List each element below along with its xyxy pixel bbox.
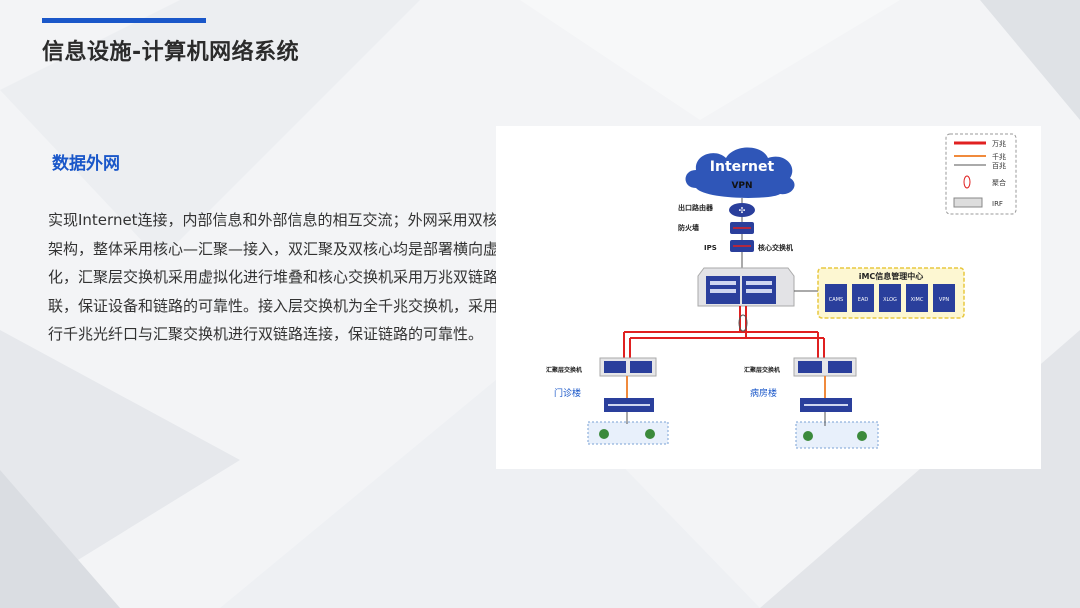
section-body-text: 实现Internet连接，内部信息和外部信息的相互交流；外网采用双核心架构，整体… <box>48 211 514 343</box>
agg-left-switch-a <box>604 361 626 373</box>
imc-module-xlog <box>879 284 901 312</box>
imc-module-vpn <box>933 284 955 312</box>
svg-text:VPN: VPN <box>939 297 949 303</box>
imc-module-ximc <box>906 284 928 312</box>
page-title: 信息设施-计算机网络系统 <box>42 40 300 65</box>
legend-label-irf: IRF <box>992 200 1003 208</box>
legend: 万兆 千兆 百兆 聚合 IRF <box>945 133 1017 215</box>
internet-label: Internet <box>710 159 775 175</box>
svg-text:EAD: EAD <box>858 297 869 303</box>
client-icon <box>645 429 655 439</box>
svg-text:CAMS: CAMS <box>829 297 843 303</box>
internet-cloud: Internet VPN <box>685 147 795 198</box>
legend-label-10g: 万兆 <box>992 139 1006 148</box>
title-accent-bar <box>42 18 206 23</box>
agg-right-switch-a <box>798 361 822 373</box>
legend-label-aggregate: 聚合 <box>992 178 1006 187</box>
client-icon <box>599 429 609 439</box>
imc-module-ead <box>852 284 874 312</box>
core-switch-stack <box>697 267 795 307</box>
agg-left-label: 汇聚层交换机 <box>546 366 582 374</box>
legend-swatch-aggregate <box>963 175 971 189</box>
section-title: 数据外网 <box>52 154 120 174</box>
client-icon <box>803 431 813 441</box>
imc-module-cams <box>825 284 847 312</box>
agg-right-switch-b <box>828 361 852 373</box>
client-icon <box>857 431 867 441</box>
network-topology-diagram: 万兆 千兆 百兆 聚合 IRF Internet VPN 出口路由器 ✣ 防火墙… <box>496 126 1041 469</box>
legend-swatch-irf <box>953 197 983 208</box>
imc-management-center: iMC信息管理中心 CAMS EAD XLOG XIMC VPN <box>817 267 965 319</box>
core-switch-label: 核心交换机 <box>758 243 793 252</box>
imc-title: iMC信息管理中心 <box>859 271 924 281</box>
svg-text:XLOG: XLOG <box>883 297 897 303</box>
legend-label-1g: 千兆 <box>992 152 1006 161</box>
building-right-label: 病房楼 <box>750 387 777 399</box>
agg-left-switch-b <box>630 361 652 373</box>
vpn-label: VPN <box>731 181 752 191</box>
router-label: 出口路由器 <box>678 203 714 212</box>
router-icon <box>729 203 755 217</box>
firewall-label: 防火墙 <box>678 223 699 232</box>
10g-links <box>623 306 825 360</box>
ips-label: IPS <box>704 244 717 252</box>
agg-right-label: 汇聚层交换机 <box>744 366 780 374</box>
svg-text:✣: ✣ <box>739 206 746 215</box>
legend-label-100m: 百兆 <box>992 161 1006 170</box>
svg-text:XIMC: XIMC <box>911 297 924 303</box>
building-left-label: 门诊楼 <box>554 387 581 399</box>
